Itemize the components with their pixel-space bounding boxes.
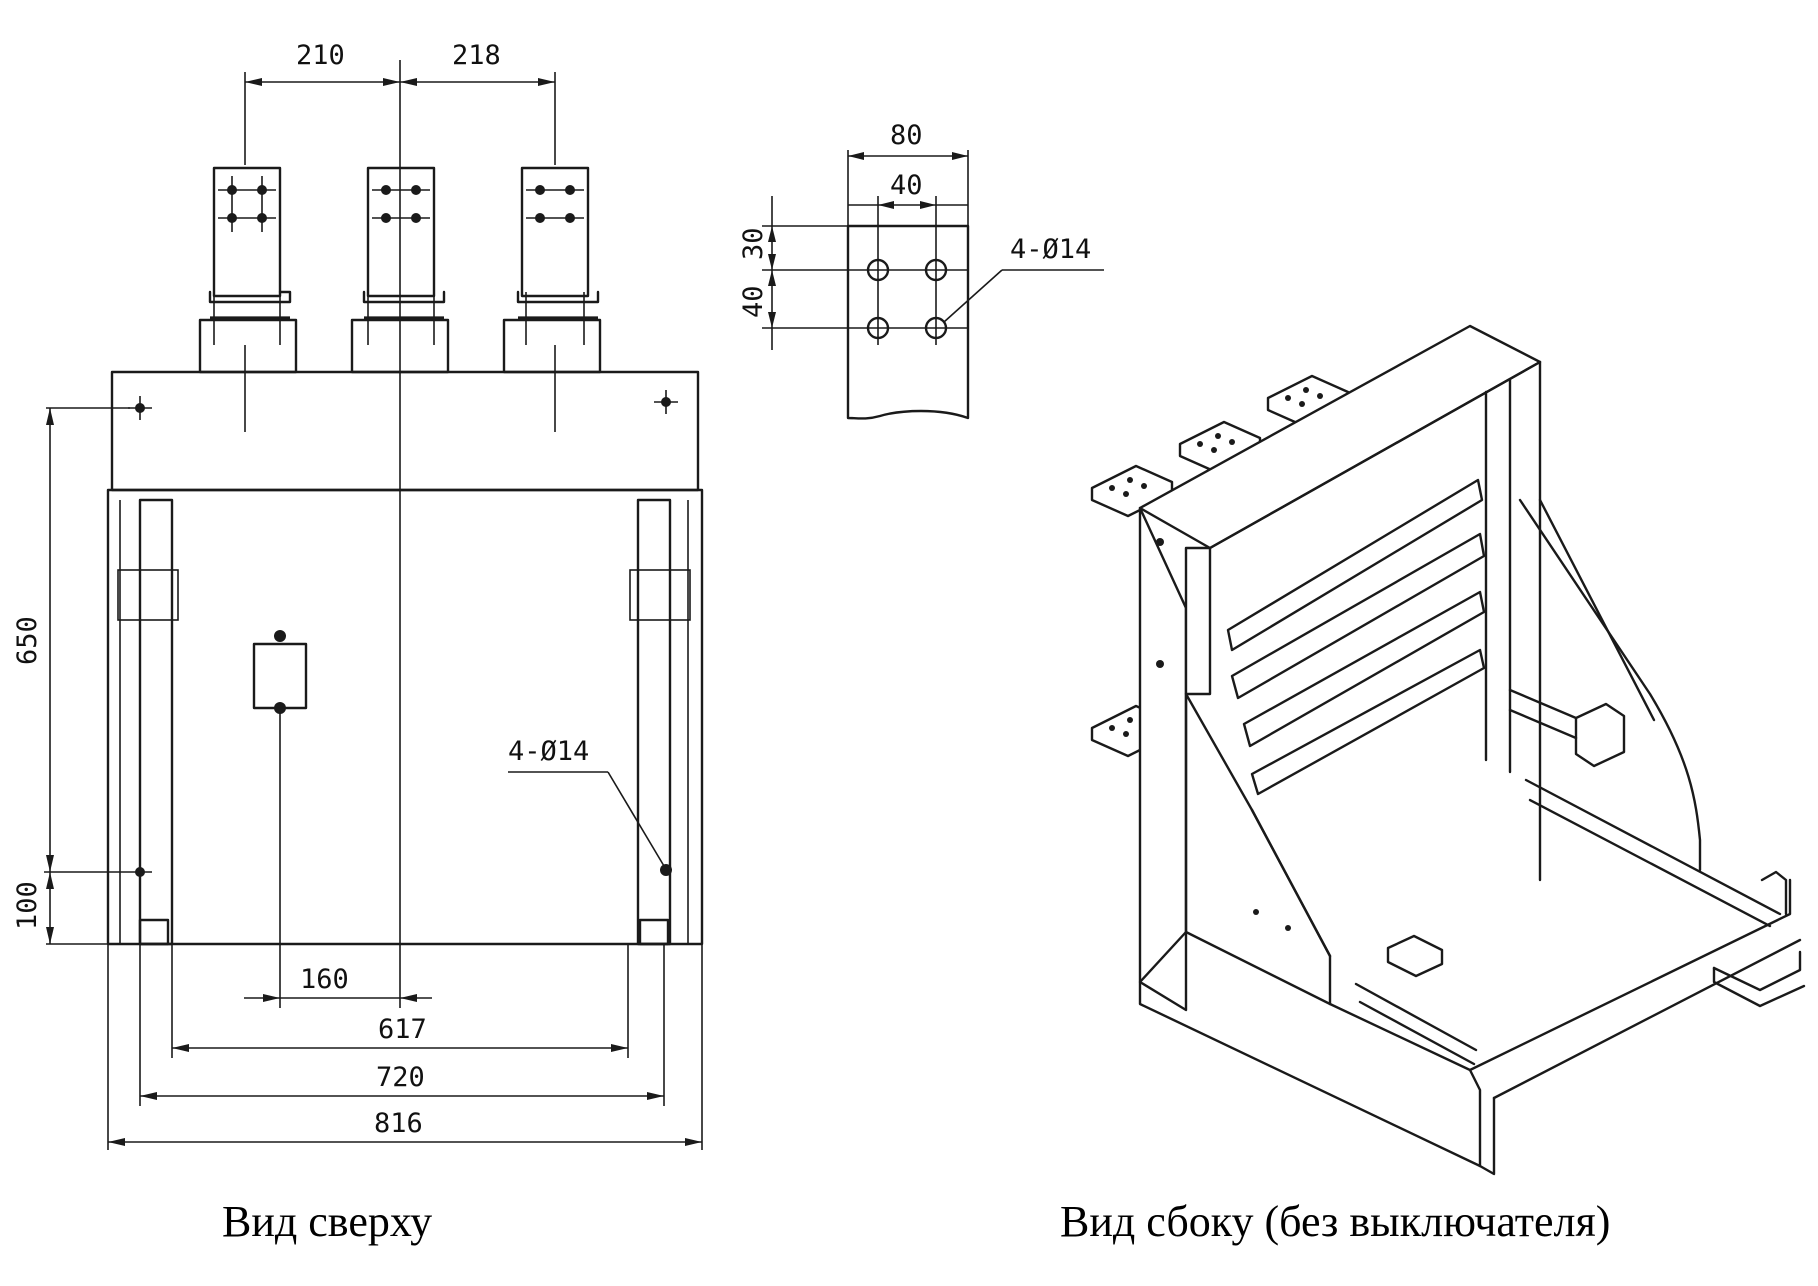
caption-top-view: Вид сверху <box>222 1197 432 1246</box>
dim-160: 160 <box>300 964 349 995</box>
centre-window <box>252 642 308 710</box>
dim-650: 650 <box>12 616 43 665</box>
top-view-body <box>44 370 704 1008</box>
dim-210: 210 <box>296 40 345 71</box>
dim-80: 80 <box>890 120 923 151</box>
terminal-right <box>502 166 602 374</box>
dim-40: 40 <box>890 170 923 201</box>
dim-816: 816 <box>374 1108 423 1139</box>
dim-top-pitch: 210 218 <box>244 40 556 165</box>
dim-100: 100 <box>12 881 43 930</box>
top-view: 210 218 <box>12 40 704 1246</box>
dim-218: 218 <box>452 40 501 71</box>
side-view: Вид сбоку (без выключателя) <box>1060 324 1806 1246</box>
terminal-centre <box>350 166 450 374</box>
dim-horizontal: 160 617 720 816 <box>107 944 703 1150</box>
dim-vertical: 650 100 <box>12 407 130 945</box>
holes-note-detail: 4-Ø14 <box>1010 234 1091 265</box>
busbar-detail: 80 40 30 40 4-Ø14 <box>738 120 1104 420</box>
caption-side-view: Вид сбоку (без выключателя) <box>1060 1197 1610 1246</box>
terminal-left <box>198 166 298 374</box>
dim-617: 617 <box>378 1014 427 1045</box>
holes-note-top: 4-Ø14 <box>508 736 589 767</box>
dim-720: 720 <box>376 1062 425 1093</box>
dim-40-vertical: 40 <box>738 285 769 318</box>
dim-30: 30 <box>738 227 769 260</box>
